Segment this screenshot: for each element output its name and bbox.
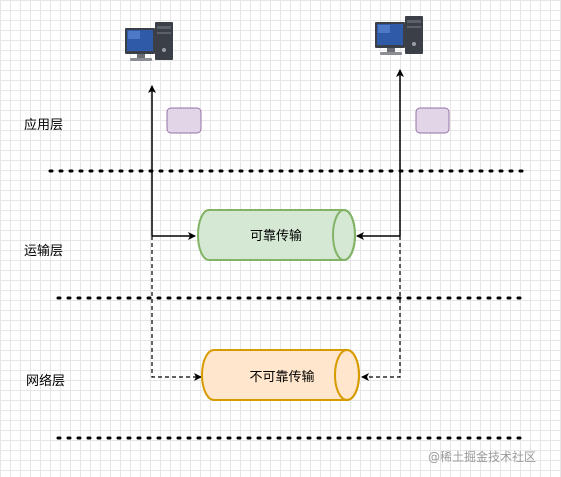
layer-label-transport: 运输层 (24, 244, 64, 259)
computer-icon (125, 22, 173, 61)
watermark: @稀土掘金技术社区 (428, 450, 537, 464)
layer-label-application: 应用层 (24, 118, 64, 133)
reliable-pipe-label: 可靠传输 (250, 228, 302, 244)
unreliable-pipe-label: 不可靠传输 (249, 369, 314, 385)
left-dashed-path (151, 236, 202, 381)
computer-icon (375, 16, 423, 55)
left-app-box (166, 107, 202, 134)
layer-label-network: 网络层 (26, 374, 66, 389)
right-app-box (415, 107, 450, 134)
reliable-pipe: 可靠传输 (197, 209, 356, 261)
right-dashed-path (361, 236, 401, 381)
unreliable-pipe: 不可靠传输 (201, 349, 360, 401)
